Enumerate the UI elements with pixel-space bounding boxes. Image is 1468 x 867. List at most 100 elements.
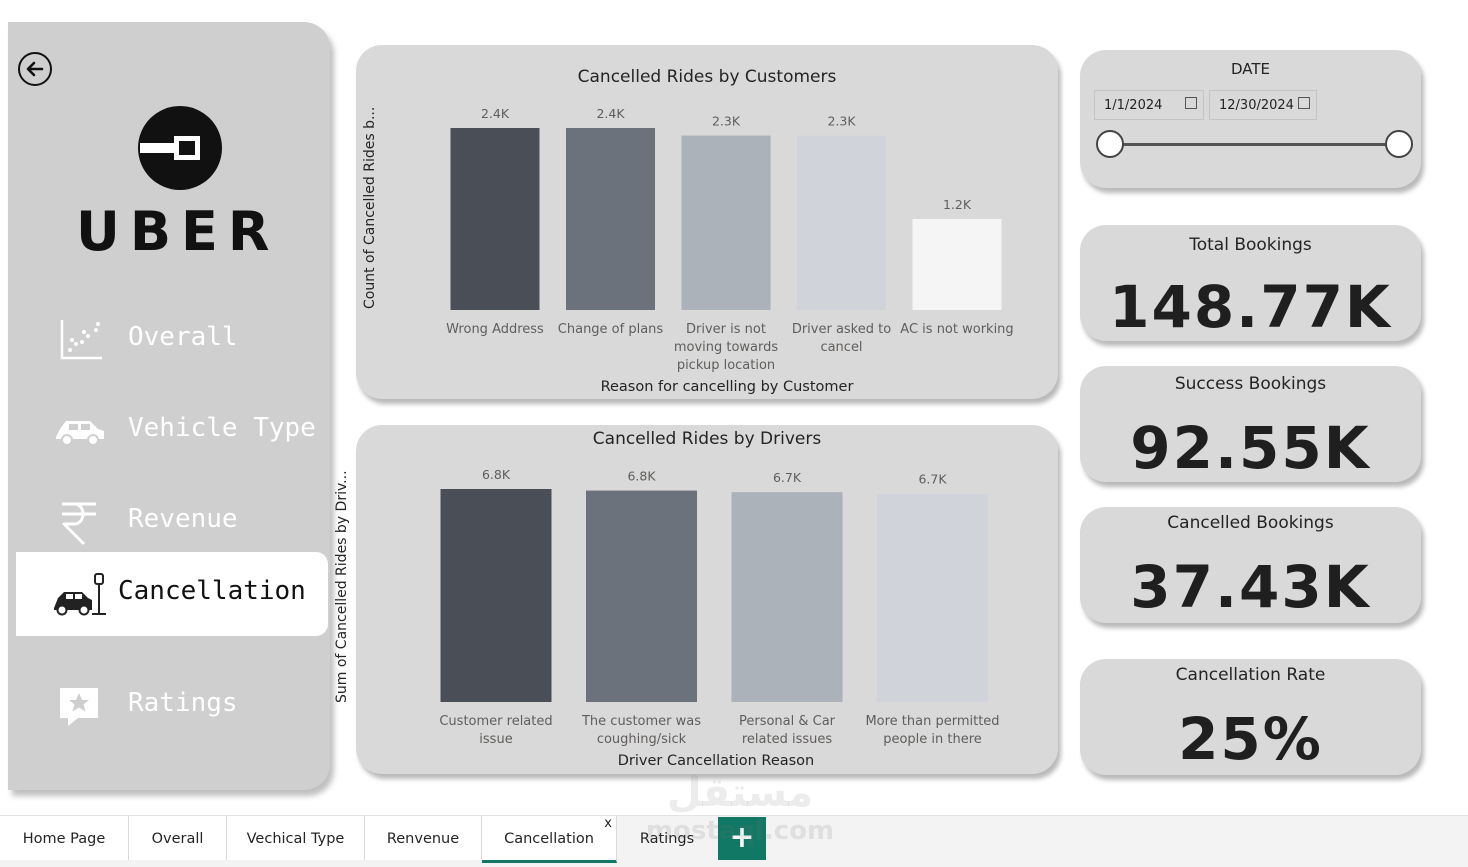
chart-x-axis-title: Reason for cancelling by Customer <box>600 379 854 395</box>
bar-2[interactable] <box>566 128 655 310</box>
bar-3[interactable] <box>681 135 771 310</box>
data-label: 2.4K <box>481 106 510 121</box>
start-date-input[interactable]: 1/1/2024 <box>1094 90 1204 120</box>
slider-start-handle[interactable] <box>1096 130 1124 158</box>
start-date-value: 1/1/2024 <box>1104 98 1163 113</box>
nav-label: Overall <box>128 322 238 352</box>
category-label: More than permitted <box>865 714 999 729</box>
tab-vechical-type[interactable]: Vechical Type <box>227 816 365 860</box>
tab-ratings[interactable]: Ratings <box>617 816 717 860</box>
bar-4[interactable] <box>877 493 988 702</box>
car-icon <box>52 407 108 455</box>
scatter-chart-icon <box>54 316 110 364</box>
data-label: 2.4K <box>596 106 625 121</box>
tab-renvenue[interactable]: Renvenue <box>365 816 482 860</box>
car-parking-icon <box>52 570 108 618</box>
data-label: 6.7K <box>773 470 802 485</box>
tab-overall[interactable]: Overall <box>129 816 227 860</box>
back-arrow-icon[interactable] <box>18 52 52 86</box>
bar-2[interactable] <box>586 490 697 702</box>
kpi-title: Success Bookings <box>1174 374 1327 394</box>
kpi-value: 25% <box>1178 705 1323 773</box>
category-label: cancel <box>820 340 862 355</box>
chart-title: Cancelled Rides by Drivers <box>592 429 822 449</box>
date-slicer-title: DATE <box>1230 60 1271 78</box>
bar-4[interactable] <box>797 135 886 310</box>
cancelled-bookings-card: Cancelled Bookings 37.43K <box>1080 507 1421 623</box>
tab-label: Renvenue <box>386 831 460 847</box>
page-tab-bar: Home Page Overall Vechical Type Renvenue… <box>0 815 1468 867</box>
kpi-title: Cancelled Bookings <box>1167 513 1334 533</box>
nav-item-cancellation[interactable]: Cancellation <box>16 552 328 636</box>
end-date-input[interactable]: 12/30/2024 <box>1209 90 1317 120</box>
nav-label: Ratings <box>128 688 238 718</box>
nav-item-ratings[interactable]: Ratings <box>16 664 328 748</box>
success-bookings-card: Success Bookings 92.55K <box>1080 366 1421 482</box>
chart-x-axis-title: Driver Cancellation Reason <box>617 753 815 769</box>
category-label: Driver asked to <box>792 322 891 337</box>
tab-cancellation[interactable]: Cancellation x <box>482 816 617 863</box>
total-bookings-card: Total Bookings 148.77K <box>1080 225 1421 341</box>
chart-y-axis-title: Sum of Cancelled Rides by Driv... <box>334 470 350 703</box>
category-label: AC is not working <box>900 322 1013 337</box>
star-chat-icon <box>54 682 110 730</box>
rupee-icon <box>54 498 110 546</box>
logo-text: UBER <box>76 200 280 263</box>
kpi-title: Cancellation Rate <box>1175 665 1326 685</box>
customer-cancellation-bar-chart: 2.4K Wrong Address 2.4K Change of plans 2.3K… <box>446 106 1014 373</box>
tab-label: Home Page <box>22 831 106 847</box>
nav-label: Revenue <box>128 504 238 534</box>
category-label: Change of plans <box>558 322 664 337</box>
category-label: related issues <box>742 732 833 747</box>
data-label: 2.3K <box>712 114 741 129</box>
customer-cancellation-chart-card: Cancelled Rides by Customers Count of Ca… <box>356 45 1058 399</box>
bar-1[interactable] <box>440 489 552 702</box>
tab-home-page[interactable]: Home Page <box>0 816 129 860</box>
data-label: 2.3K <box>827 114 856 129</box>
data-label: 6.7K <box>918 472 947 487</box>
slider-end-handle[interactable] <box>1385 130 1413 158</box>
cancellation-rate-card: Cancellation Rate 25% <box>1080 659 1421 775</box>
category-label: pickup location <box>677 358 775 373</box>
category-label: Driver is not <box>686 322 766 337</box>
nav-item-vehicle-type[interactable]: Vehicle Type <box>16 389 328 473</box>
category-label: Wrong Address <box>446 322 544 337</box>
category-label: coughing/sick <box>597 732 687 747</box>
close-icon[interactable]: x <box>604 816 612 831</box>
kpi-title: Total Bookings <box>1189 235 1312 255</box>
bar-5[interactable] <box>912 219 1002 310</box>
category-label: Personal & Car <box>739 714 836 729</box>
end-date-value: 12/30/2024 <box>1219 98 1294 113</box>
tab-label: Vechical Type <box>246 831 345 847</box>
add-page-button[interactable]: + <box>718 817 766 860</box>
uber-logo-icon <box>138 106 222 190</box>
chart-title: Cancelled Rides by Customers <box>577 67 837 87</box>
calendar-icon[interactable] <box>1298 97 1310 109</box>
category-label: people in there <box>883 732 982 747</box>
date-slicer: DATE 1/1/2024 12/30/2024 <box>1080 50 1421 188</box>
kpi-value: 37.43K <box>1130 553 1371 621</box>
nav-item-overall[interactable]: Overall <box>16 298 328 382</box>
bar-1[interactable] <box>450 128 540 310</box>
kpi-value: 148.77K <box>1109 273 1392 341</box>
watermark-url: mostaql.com <box>645 816 835 846</box>
nav-label: Cancellation <box>118 576 306 606</box>
category-label: moving towards <box>674 340 779 355</box>
driver-cancellation-chart-card: Cancelled Rides by Drivers Sum of Cancel… <box>334 425 1058 774</box>
date-range-slider-track[interactable] <box>1110 143 1400 146</box>
tab-label: Ratings <box>639 831 695 847</box>
data-label: 6.8K <box>482 467 511 482</box>
tab-label: Overall <box>151 831 204 847</box>
kpi-value: 92.55K <box>1130 414 1371 482</box>
nav-label: Vehicle Type <box>128 413 316 443</box>
tab-label: Cancellation <box>504 831 594 847</box>
category-label: issue <box>479 732 512 747</box>
bar-3[interactable] <box>731 492 843 702</box>
category-label: The customer was <box>581 714 701 729</box>
data-label: 1.2K <box>943 197 972 212</box>
calendar-icon[interactable] <box>1185 97 1197 109</box>
sidebar: UBER Overall <box>8 22 330 790</box>
nav-item-revenue[interactable]: Revenue <box>16 480 328 564</box>
